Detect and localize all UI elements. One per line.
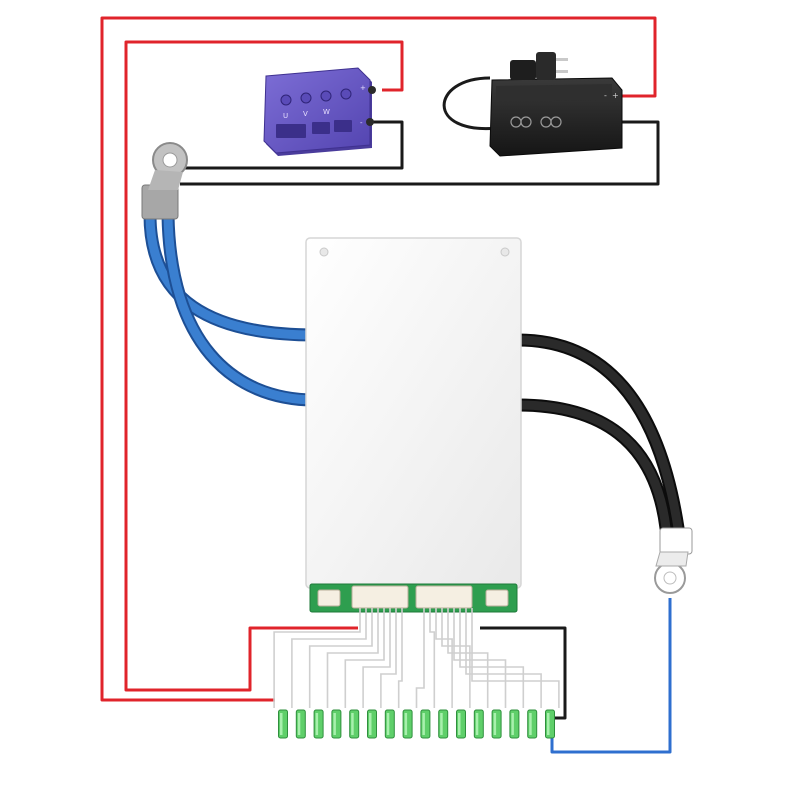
balance-wire	[344, 608, 385, 708]
positive-wire-controller	[124, 40, 404, 692]
controller-plus-terminal	[368, 86, 376, 94]
controller-minus-terminal	[366, 118, 374, 126]
negative-wire-charger	[180, 120, 660, 186]
battery-cell	[491, 709, 502, 739]
battery-cell-highlight	[511, 713, 514, 735]
balance-wire	[308, 608, 373, 708]
battery-cell	[384, 709, 395, 739]
ring-terminal-top	[141, 142, 188, 220]
balance-wire	[429, 608, 436, 708]
battery-cell-highlight	[422, 713, 425, 735]
battery-cell-highlight	[315, 713, 319, 735]
balance-wire	[326, 608, 379, 708]
battery-cell	[367, 709, 377, 739]
battery-cell	[509, 709, 520, 739]
battery-cell	[349, 709, 360, 739]
balance-wire	[380, 608, 397, 708]
bms-balance-connectors	[317, 585, 509, 609]
battery-cell-highlight	[440, 713, 443, 735]
battery-cell-highlight	[297, 713, 301, 735]
battery-cell-highlight	[475, 713, 479, 735]
battery-cell	[456, 709, 466, 739]
battery-cell-highlight	[547, 713, 550, 735]
balance-wire	[465, 608, 542, 708]
balance-wire-harness	[273, 608, 560, 708]
phase-label-w: W	[323, 108, 330, 116]
battery-cell-highlight	[386, 713, 390, 735]
battery-cell	[313, 709, 324, 739]
balance-wire	[273, 608, 361, 708]
balance-wire	[441, 608, 471, 708]
balance-wire	[415, 608, 425, 708]
charger-logo-rings	[510, 116, 562, 128]
phase-label-u: U	[283, 112, 288, 120]
blue-cable-group	[143, 208, 322, 407]
negative-wire-controller	[180, 120, 404, 170]
battery-cell-highlight	[369, 713, 372, 735]
balance-wire	[471, 608, 560, 708]
battery-cell-highlight	[280, 713, 283, 735]
controller-phase-terminals	[280, 88, 352, 106]
battery-cell-highlight	[333, 713, 336, 735]
battery-cell	[545, 709, 555, 739]
battery-cell	[420, 709, 431, 739]
charger: - +	[489, 77, 623, 157]
battery-cell	[438, 709, 449, 739]
battery-cell	[295, 709, 306, 739]
charger-minus-label: -	[604, 91, 607, 100]
negative-wire-group	[180, 76, 660, 720]
battery-cell	[402, 709, 413, 739]
phase-label-v: V	[303, 110, 308, 118]
bms-board	[305, 237, 522, 613]
positive-wire-charger	[100, 16, 657, 702]
balance-wire	[397, 608, 403, 708]
motor-controller: U V W + -	[263, 67, 376, 156]
battery-cell	[331, 709, 342, 739]
charger-plus-label: +	[612, 91, 619, 100]
battery-cell-row	[278, 709, 555, 739]
balance-wire	[362, 608, 391, 708]
controller-signal-ports	[276, 120, 352, 138]
black-cable-group	[511, 333, 685, 535]
pack-negative-wire	[480, 626, 567, 720]
battery-cell-highlight	[529, 713, 532, 735]
battery-cell	[527, 709, 538, 739]
balance-wire	[435, 608, 453, 708]
charger-ac-cord	[442, 76, 499, 131]
battery-cell-highlight	[404, 713, 408, 735]
balance-wire	[459, 608, 525, 708]
positive-wire-group	[100, 16, 657, 702]
battery-cell-highlight	[458, 713, 461, 735]
controller-plus-label: +	[360, 84, 366, 92]
battery-cell	[278, 709, 288, 739]
battery-cell	[473, 709, 484, 739]
balance-wire	[453, 608, 507, 708]
blue-wire	[550, 598, 672, 754]
battery-cell-highlight	[493, 713, 497, 735]
controller-minus-label: -	[360, 119, 363, 127]
ring-terminal-right	[654, 527, 693, 594]
balance-wire	[291, 608, 367, 708]
ac-plug	[510, 52, 568, 80]
battery-cell-highlight	[351, 713, 354, 735]
